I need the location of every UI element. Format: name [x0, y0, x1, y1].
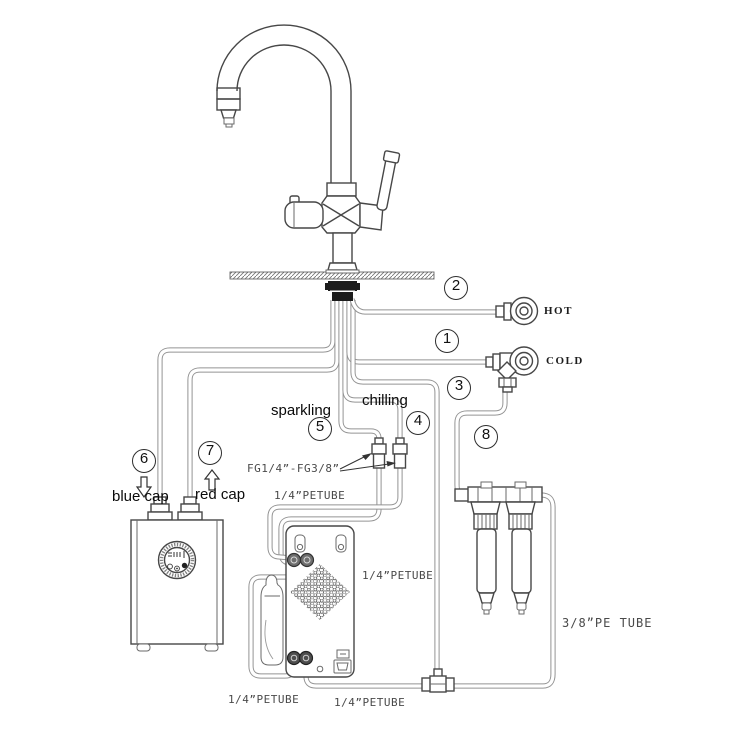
power-inlet [333, 649, 352, 674]
tee-fitting [421, 668, 455, 693]
callout-5: 5 [308, 417, 332, 441]
boiler-display [157, 540, 197, 580]
spout-outer-curve [216, 24, 352, 183]
boiler-inlet-fittings [147, 496, 203, 521]
chiller-hanging-brackets [294, 534, 347, 553]
cold-valve [485, 346, 539, 393]
tube-hot-supply [349, 298, 498, 315]
tube-sparkling-feed [278, 467, 382, 566]
lever-handle [359, 150, 401, 231]
chiller-inlet-ports [286, 552, 315, 568]
label-sparkling: sparkling [271, 402, 332, 419]
spout-inner-curve [236, 44, 332, 183]
label-blue-cap: blue cap [112, 488, 169, 505]
callout-3: 3 [447, 376, 471, 400]
callout-2: 2 [444, 276, 468, 300]
label-tube-sparkling: 1/4”PETUBE [274, 489, 346, 502]
label-fitting-spec: FG1/4”-FG3/8” [247, 462, 340, 475]
callout-8: 8 [474, 425, 498, 449]
faucet-collar [326, 182, 357, 197]
filter-cartridge-left [470, 501, 501, 615]
callout-1: 1 [435, 329, 459, 353]
blue-cap-arrow-down [135, 476, 153, 499]
filter-unit [454, 481, 543, 615]
label-tube-filter: 3/8”PE TUBE [562, 616, 653, 630]
filter-cartridge-right [505, 501, 536, 615]
adapter-fitting-chilling [392, 437, 408, 469]
tube-cold-supply [346, 300, 488, 365]
label-cold: COLD [546, 355, 584, 367]
tube-chilling-feed [267, 467, 403, 561]
drain-port [316, 665, 324, 673]
chiller-unit [285, 525, 355, 678]
tube-chilling-line [342, 300, 403, 440]
fg-pointer-arrows [339, 453, 396, 472]
co2-bottle [260, 574, 284, 666]
label-tube-bottom-right: 1/4”PETUBE [334, 696, 406, 709]
callout-4: 4 [406, 411, 430, 435]
boiler-unit [130, 496, 224, 652]
spout-tip [216, 87, 241, 128]
tube-boiler-red-line [187, 300, 340, 500]
undercounter-fitting [325, 281, 360, 301]
filter-manifold [467, 486, 543, 503]
callout-7: 7 [198, 441, 222, 465]
faucet [216, 24, 401, 274]
tube-filtered-water [350, 300, 440, 680]
chiller-outlet-ports [286, 650, 314, 666]
label-tube-bottom-left: 1/4”PETUBE [228, 693, 300, 706]
boiler-foot [204, 643, 219, 652]
filter-inlet-nut [454, 488, 470, 502]
callout-6: 6 [132, 449, 156, 473]
boiler-foot [136, 643, 151, 652]
faucet-cross-lines [322, 203, 360, 227]
tube-sparkling-line [338, 300, 382, 440]
faucet-neck [332, 232, 353, 264]
label-hot: HOT [544, 305, 573, 317]
hot-valve [495, 296, 539, 326]
fan-grille [290, 564, 350, 620]
red-cap-arrow-up [203, 469, 221, 491]
left-handle [284, 195, 324, 229]
label-tube-chiller: 1/4”PETUBE [362, 569, 434, 582]
adapter-fitting-sparkling [371, 437, 387, 469]
boiler-body [130, 519, 224, 645]
label-chilling: chilling [362, 392, 408, 409]
tube-boiler-blue-line [157, 300, 336, 500]
label-red-cap: red cap [195, 486, 246, 503]
tube-filter-outlet [452, 492, 556, 689]
faucet-base [327, 262, 358, 271]
